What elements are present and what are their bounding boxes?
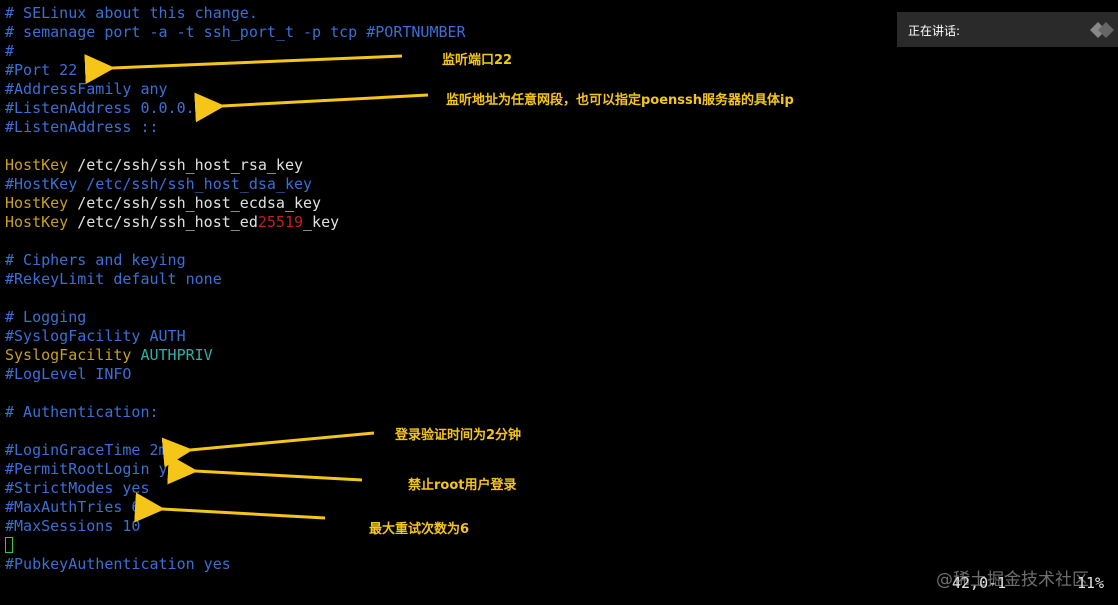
terminal-line: HostKey /etc/ssh/ssh_host_ed25519_key: [5, 213, 466, 232]
code-token: # semanage port -a -t ssh_port_t -p tcp …: [5, 23, 466, 41]
arrow-listen: [194, 92, 429, 123]
arrow-port: [84, 54, 403, 85]
scroll-percent: 11%: [1077, 574, 1105, 592]
annotation-grace: 登录验证时间为2分钟: [395, 428, 522, 443]
terminal-line: #SyslogFacility AUTH: [5, 327, 466, 346]
code-token: HostKey: [5, 156, 69, 174]
terminal-line: # Authentication:: [5, 403, 466, 422]
terminal-line: #AddressFamily any: [5, 80, 466, 99]
text-cursor: [5, 537, 13, 553]
code-token: AUTHPRIV: [140, 346, 213, 364]
annotation-root: 禁止root用户登录: [408, 478, 517, 493]
code-token: HostKey: [5, 194, 69, 212]
code-token: # SELinux about this change.: [5, 4, 258, 22]
code-token: #SyslogFacility AUTH: [5, 327, 186, 345]
arrow-tries: [134, 492, 326, 523]
code-token: 25519: [257, 213, 304, 231]
code-token: #HostKey /etc/ssh/ssh_host_dsa_key: [5, 175, 313, 193]
code-token: #ListenAddress ::: [5, 118, 159, 136]
terminal-line: SyslogFacility AUTHPRIV: [5, 346, 466, 365]
vim-editor-text[interactable]: # SELinux about this change.# semanage p…: [5, 4, 466, 574]
code-token: #Port 22: [5, 61, 78, 79]
code-token: SyslogFacility: [5, 346, 132, 364]
terminal-line: #RekeyLimit default none: [5, 270, 466, 289]
code-token: #RekeyLimit default none: [5, 270, 222, 288]
code-token: #ListenAddress 0.0.0.0: [5, 99, 204, 117]
code-token: /etc/ssh/ssh_host_ed: [68, 213, 258, 231]
code-token: #PubkeyAuthentication yes: [5, 555, 231, 573]
arrow-grace: [161, 431, 375, 468]
terminal-line: # SELinux about this change.: [5, 4, 466, 23]
code-token: /etc/ssh/ssh_host_rsa_key: [68, 156, 304, 174]
annotation-tries: 最大重试次数为6: [369, 522, 470, 537]
terminal-line: #: [5, 42, 466, 61]
terminal-line: #HostKey /etc/ssh/ssh_host_dsa_key: [5, 175, 466, 194]
code-token: _key: [303, 213, 340, 231]
terminal-line: # Logging: [5, 308, 466, 327]
code-token: # Logging: [5, 308, 87, 326]
terminal-line: #StrictModes yes: [5, 479, 466, 498]
code-token: /etc/ssh/ssh_host_ecdsa_key: [68, 194, 322, 212]
terminal-line: #PubkeyAuthentication yes: [5, 555, 466, 574]
speaking-indicator: 正在讲话:: [897, 12, 1118, 47]
code-token: #: [5, 42, 15, 60]
code-token: # Authentication:: [5, 403, 159, 421]
terminal-line: [5, 536, 466, 555]
terminal-line: # Ciphers and keying: [5, 251, 466, 270]
terminal-line: HostKey /etc/ssh/ssh_host_ecdsa_key: [5, 194, 466, 213]
terminal-line: # semanage port -a -t ssh_port_t -p tcp …: [5, 23, 466, 42]
code-token: #AddressFamily any: [5, 80, 168, 98]
cursor-position: 42,0-1: [952, 574, 1007, 592]
terminal-line: #ListenAddress 0.0.0.0: [5, 99, 466, 118]
code-token: # Ciphers and keying: [5, 251, 186, 269]
code-token: #StrictModes yes: [5, 479, 150, 497]
speaking-label: 正在讲话:: [908, 24, 961, 38]
terminal-line: HostKey /etc/ssh/ssh_host_rsa_key: [5, 156, 466, 175]
code-token: HostKey: [5, 213, 69, 231]
watermark: @稀土掘金技术社区: [936, 570, 1089, 590]
annotation-listen: 监听地址为任意网段，也可以指定poenssh服务器的具体ip: [446, 93, 794, 108]
arrow-root: [167, 454, 363, 485]
annotation-port: 监听端口22: [442, 53, 513, 68]
code-token: #LogLevel INFO: [5, 365, 132, 383]
terminal-line: #ListenAddress ::: [5, 118, 466, 137]
terminal-line: #Port 22: [5, 61, 466, 80]
speaker-diamond-icon: [1090, 22, 1114, 38]
terminal-line: #LogLevel INFO: [5, 365, 466, 384]
